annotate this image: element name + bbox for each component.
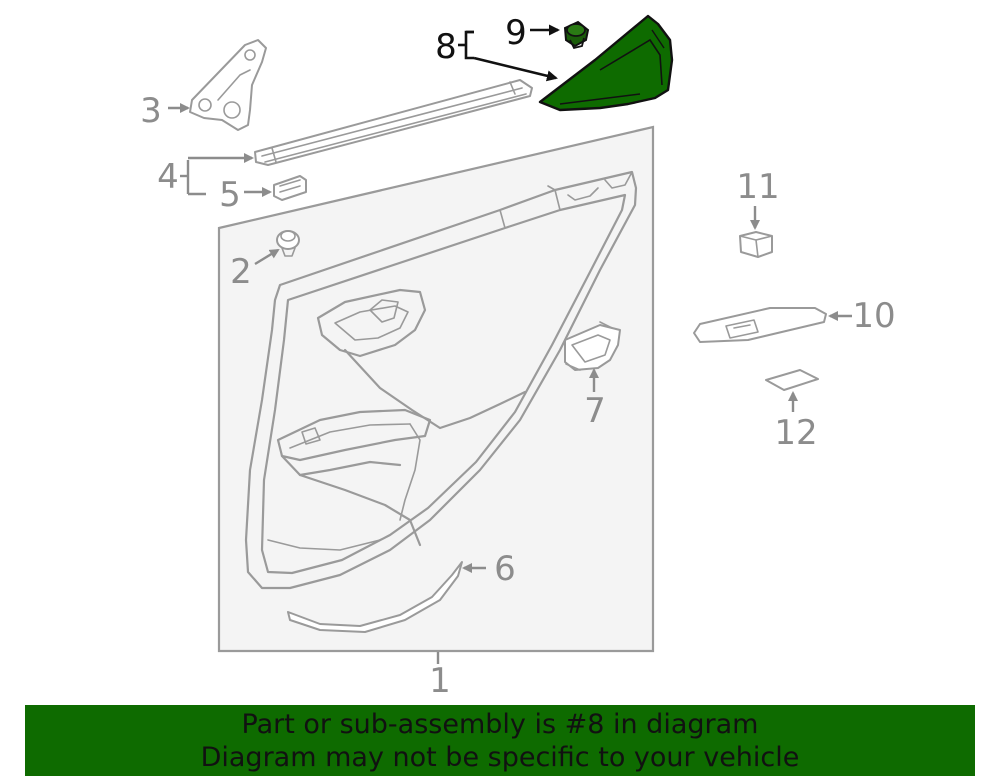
window-switch — [739, 231, 773, 258]
lower-garnish-strip — [287, 561, 463, 633]
retainer-clip — [273, 175, 307, 201]
callout-3: 3 — [140, 91, 162, 131]
callout-4: 4 — [157, 157, 179, 197]
callout-5: 5 — [219, 175, 241, 215]
notice-line-2: Diagram may not be specific to your vehi… — [200, 741, 800, 773]
callout-10: 10 — [852, 296, 895, 336]
callout-8: 8 — [435, 27, 457, 67]
inside-handle — [564, 321, 621, 371]
callout-7: 7 — [584, 391, 606, 431]
door-trim-panel-assembly — [217, 125, 655, 653]
notice-banner: Part or sub-assembly is #8 in diagram Di… — [25, 705, 975, 776]
switch-bezel — [693, 307, 827, 343]
callout-11: 11 — [736, 167, 779, 207]
leader-lines — [168, 24, 852, 664]
highlighted-garnish-cover — [538, 14, 674, 112]
callout-2: 2 — [230, 252, 252, 292]
callout-9: 9 — [505, 13, 527, 53]
callout-12: 12 — [774, 413, 817, 453]
belt-molding-strip — [254, 79, 533, 166]
callout-6: 6 — [494, 549, 516, 589]
fastener-highlighted — [563, 20, 590, 50]
mounting-bracket — [189, 39, 267, 131]
notice-line-1: Part or sub-assembly is #8 in diagram — [241, 708, 759, 740]
cover-plate — [765, 369, 819, 391]
callout-1: 1 — [429, 661, 451, 701]
push-clip — [276, 230, 300, 257]
